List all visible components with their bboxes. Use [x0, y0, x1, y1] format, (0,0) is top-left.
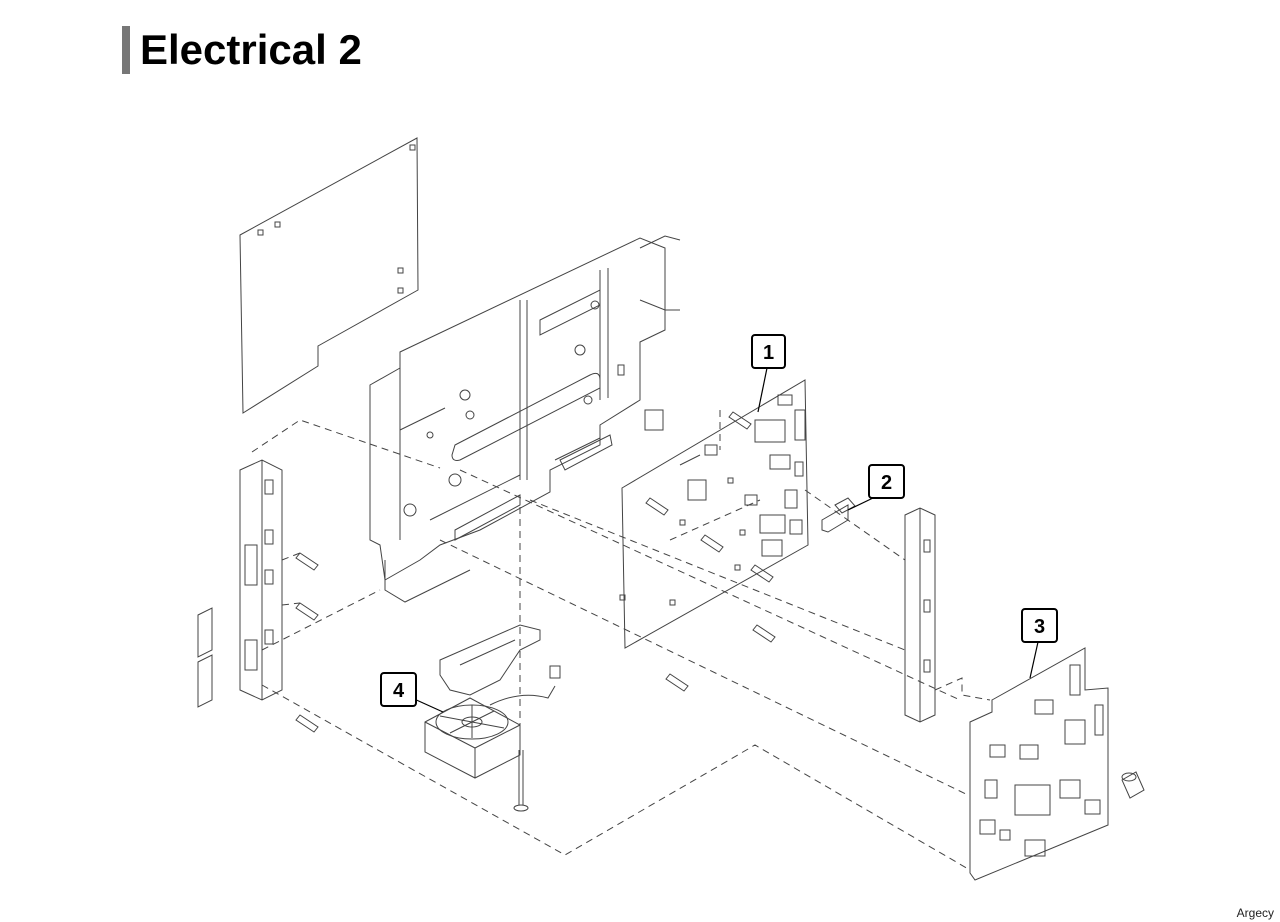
callout-label: 4: [393, 680, 405, 702]
callout-2: 2: [868, 464, 905, 499]
callout-label: 3: [1034, 616, 1045, 638]
right-side-bracket: [904, 507, 936, 723]
board-standoffs: [295, 411, 776, 733]
callout-3: 3: [1021, 608, 1058, 643]
ferrite-core: [1121, 771, 1145, 799]
cooling-fan: [424, 665, 561, 779]
fan-duct: [439, 624, 541, 696]
fan-mounting-screw: [513, 750, 529, 812]
main-frame-chassis: [369, 235, 681, 603]
ribbon-cable: [821, 497, 856, 533]
callout-4: 4: [380, 672, 417, 707]
rear-cover-plate: [239, 137, 419, 414]
left-side-bracket: [197, 459, 283, 708]
callout-1: 1: [751, 334, 786, 369]
assembly-guide-lines: [251, 410, 991, 871]
callout-label: 2: [881, 472, 892, 494]
controller-board: [619, 379, 809, 649]
page-title: Electrical 2: [122, 26, 362, 74]
callout-label: 1: [763, 342, 774, 364]
footer-brand: Argecy: [1236, 906, 1274, 920]
power-supply-board: [969, 647, 1109, 881]
